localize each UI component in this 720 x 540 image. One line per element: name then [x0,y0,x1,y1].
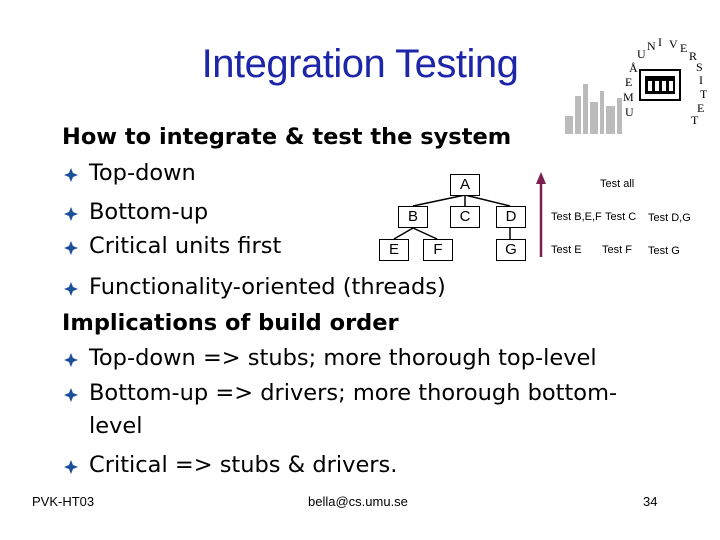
module-node-a: A [450,174,480,196]
section-heading-implications: Implications of build order [62,310,399,336]
item-critical-stubs-drivers: Critical => stubs & drivers. [89,452,398,478]
svg-text:I: I [699,73,703,87]
svg-text:U: U [625,105,634,119]
item-functionality-oriented: Functionality-oriented (threads) [89,274,446,300]
module-node-e: E [379,239,409,261]
building-icon [639,69,681,101]
module-node-f: F [423,239,453,261]
test-label-bef: Test B,E,F [551,211,602,223]
svg-text:E: E [680,41,687,55]
footer-email: bella@cs.umu.se [308,494,408,509]
logo-ring-text: U M E Å U N I V E R S I T E T [623,36,708,127]
upward-arrow [536,172,546,257]
module-node-c: C [450,206,480,228]
svg-text:I: I [658,36,662,49]
test-label-all: Test all [600,178,635,190]
footer-course-code: PVK-HT03 [32,494,95,509]
svg-text:E: E [697,101,704,115]
svg-text:Å: Å [629,61,638,75]
bullet-icon [64,282,78,296]
skyline-icon [565,84,622,134]
svg-text:U: U [637,47,646,61]
test-label-g: Test G [648,245,680,257]
svg-text:V: V [669,37,678,51]
svg-text:E: E [625,75,632,89]
bullet-icon [64,460,78,474]
module-node-b: B [398,206,428,228]
page-number: 34 [643,494,658,509]
test-label-c: Test C [605,211,637,223]
svg-text:R: R [689,49,697,63]
svg-text:M: M [623,90,634,104]
edge-a-d [464,194,511,207]
item-critical-units: Critical units first [89,233,282,259]
edge-b-f [412,227,438,240]
bullet-icon [64,353,78,367]
bullet-icon [64,168,78,182]
svg-text:T: T [691,113,699,127]
test-label-dg: Test D,G [648,212,691,224]
item-top-down-stubs: Top-down => stubs; more thorough top-lev… [89,345,597,371]
svg-text:T: T [700,87,708,101]
item-bottom-up-drivers: Bottom-up => drivers; more thorough bott… [89,380,618,406]
test-label-e: Test E [551,244,582,256]
svg-text:S: S [696,60,703,74]
item-bottom-up: Bottom-up [89,199,209,225]
university-logo: U M E Å U N I V E R S I T E T [565,36,708,134]
bullet-icon [64,241,78,255]
item-top-down: Top-down [89,160,196,186]
item-bottom-up-drivers-continued: level [89,413,143,439]
test-label-f: Test F [602,244,632,256]
module-node-d: D [496,206,526,228]
bullet-icon [64,207,78,221]
bullet-icon [64,388,78,402]
edge-b-e [393,227,414,240]
slide-title: Integration Testing [201,42,519,86]
svg-text:N: N [647,39,656,53]
edge-a-b [412,194,466,207]
section-heading-integrate: How to integrate & test the system [62,124,512,150]
module-node-g: G [496,239,526,261]
